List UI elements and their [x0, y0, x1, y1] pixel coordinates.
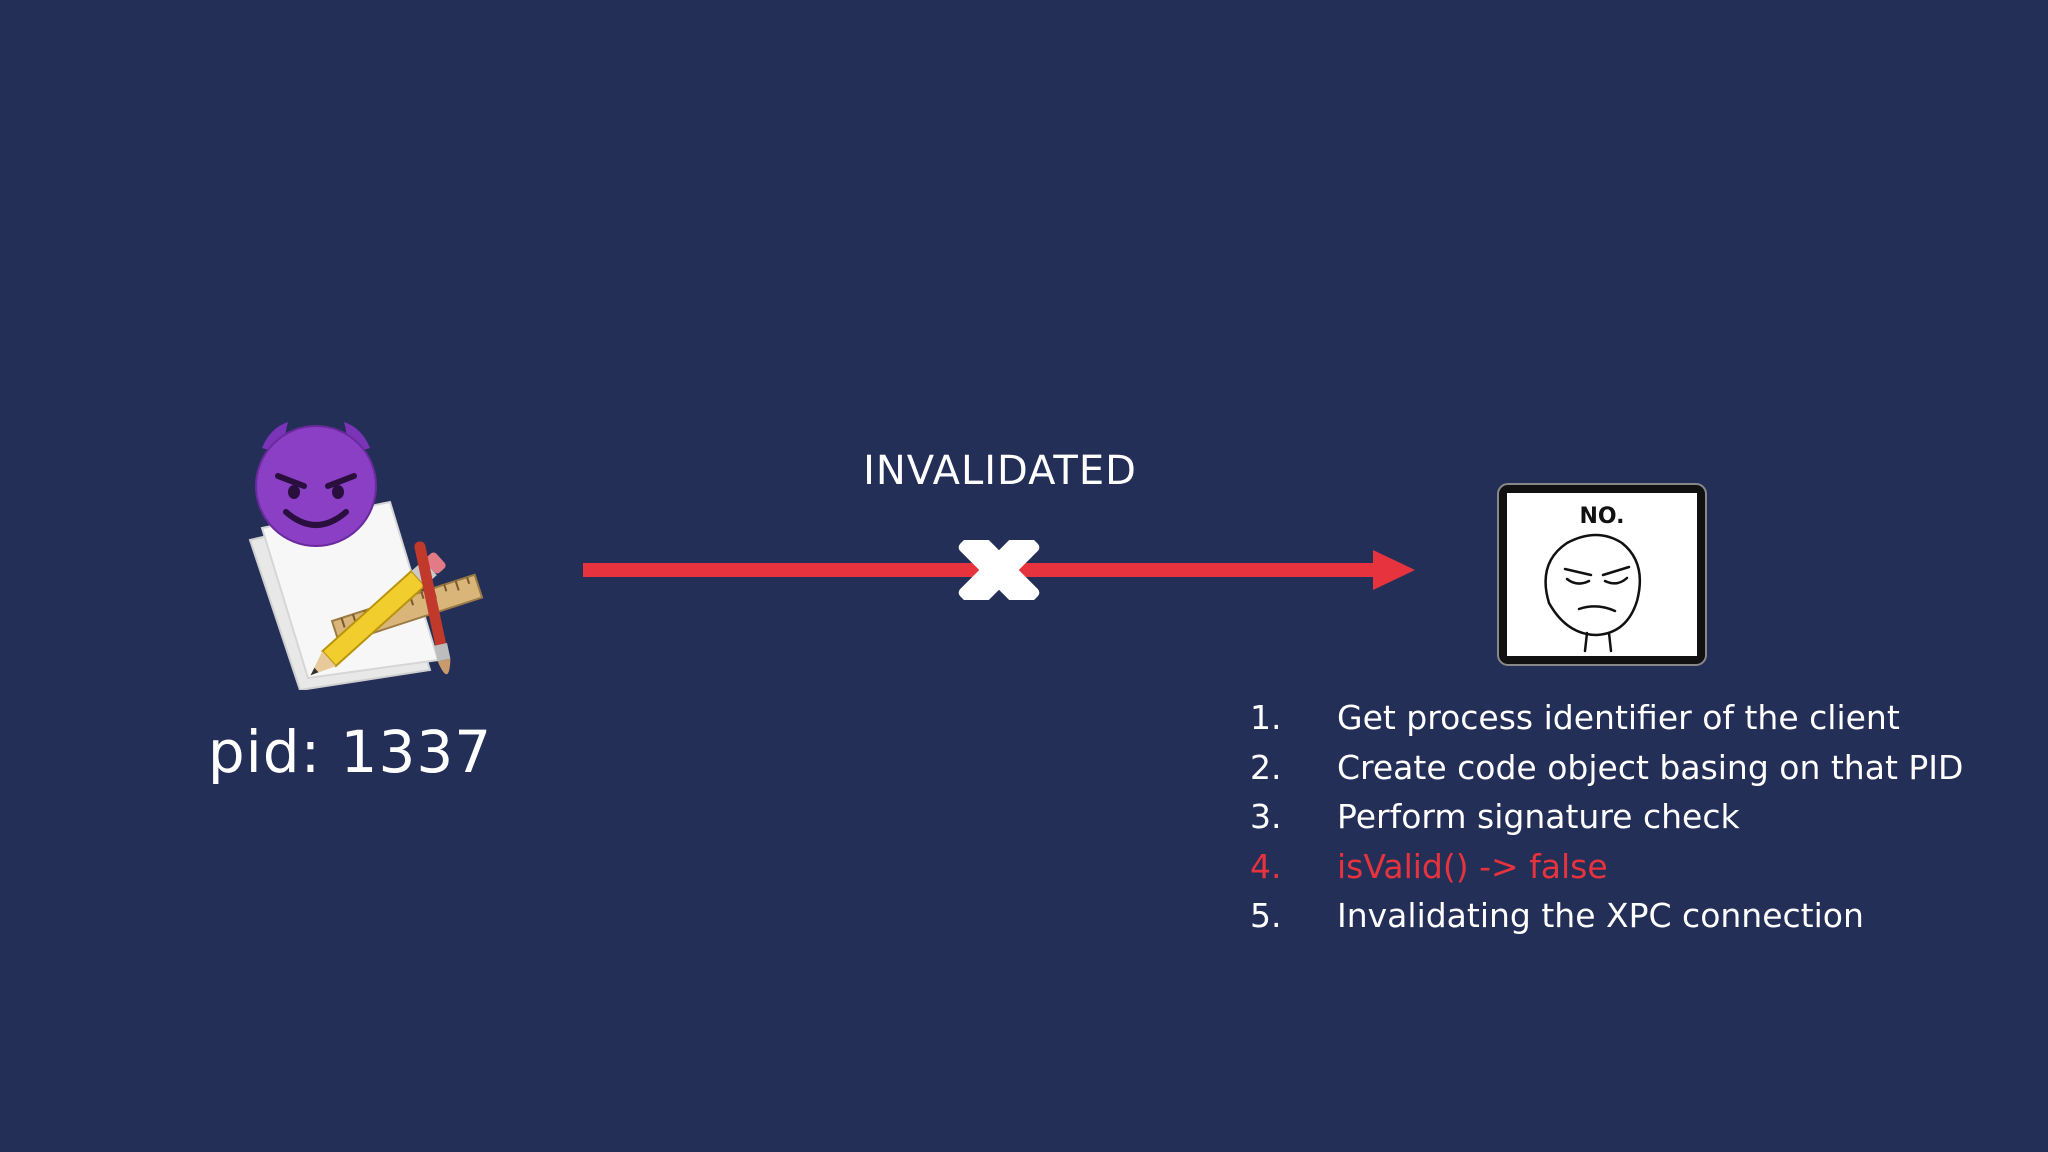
step-item-highlighted: 4. isValid() -> false — [1250, 842, 1963, 892]
step-number: 4. — [1250, 846, 1282, 886]
devil-emoji-icon — [255, 422, 377, 547]
malicious-app-icon — [248, 422, 484, 690]
step-number: 1. — [1250, 698, 1282, 738]
step-item: 2. Create code object basing on that PID — [1250, 743, 1963, 793]
arrow-head-icon — [1373, 550, 1415, 590]
step-number: 5. — [1250, 896, 1282, 936]
invalidated-x-icon — [958, 540, 1040, 600]
connection-status-label: INVALIDATED — [863, 448, 1137, 494]
pid-label: pid: 1337 — [207, 718, 493, 786]
step-number: 3. — [1250, 797, 1282, 837]
meme-caption: NO. — [1580, 504, 1625, 529]
step-text: Invalidating the XPC connection — [1337, 896, 1864, 936]
step-item: 5. Invalidating the XPC connection — [1250, 891, 1963, 941]
step-item: 3. Perform signature check — [1250, 792, 1963, 842]
connection-arrow — [583, 540, 1415, 600]
step-text: Perform signature check — [1337, 797, 1740, 837]
no-meme-screen: NO. — [1497, 483, 1707, 666]
rage-face-icon — [1544, 533, 1642, 653]
step-text: Create code object basing on that PID — [1337, 747, 1964, 787]
brush-icon — [414, 541, 451, 675]
step-text: Get process identifier of the client — [1337, 698, 1900, 738]
step-text: isValid() -> false — [1337, 846, 1608, 886]
step-item: 1. Get process identifier of the client — [1250, 693, 1963, 743]
step-number: 2. — [1250, 747, 1282, 787]
verification-steps-list: 1. Get process identifier of the client … — [1250, 693, 1963, 941]
